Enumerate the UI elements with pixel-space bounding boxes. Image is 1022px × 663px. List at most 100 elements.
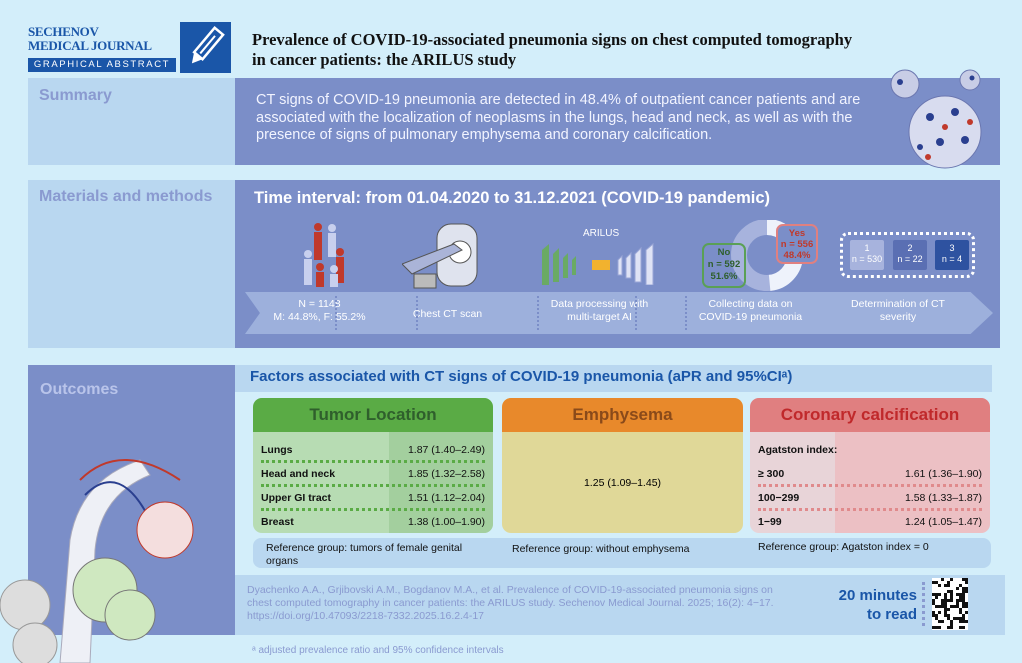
row-name: Breast bbox=[261, 516, 294, 528]
coronary-row: ≥ 300 1.61 (1.36–1.90) bbox=[750, 468, 990, 480]
divider bbox=[335, 296, 337, 330]
grade: 2 bbox=[907, 243, 913, 253]
graphical-abstract-tag: GRAPHICAL ABSTRACT bbox=[28, 58, 176, 72]
divider bbox=[537, 296, 539, 330]
grade: 3 bbox=[949, 243, 955, 253]
divider bbox=[635, 296, 637, 330]
outcomes-heading: Factors associated with CT signs of COVI… bbox=[235, 365, 992, 392]
tumor-row: Lungs 1.87 (1.40–2.49) bbox=[253, 444, 493, 456]
grade: 1 bbox=[864, 243, 870, 253]
coronary-row: 1−99 1.24 (1.05–1.47) bbox=[750, 516, 990, 528]
citation-bar bbox=[235, 575, 1005, 635]
title-line: in cancer patients: the ARILUS study bbox=[252, 50, 517, 69]
grade-n: n = 530 bbox=[851, 254, 883, 264]
reading-time: 20 minutes to read bbox=[839, 586, 917, 624]
summary-label: Summary bbox=[39, 87, 112, 104]
no-label: No bbox=[717, 247, 731, 258]
page-title: Prevalence of COVID-19-associated pneumo… bbox=[252, 30, 852, 70]
row-name: 1−99 bbox=[758, 516, 782, 528]
emphysema-title: Emphysema bbox=[502, 398, 743, 432]
no-pct: 51.6% bbox=[710, 271, 738, 282]
summary-panel bbox=[235, 78, 1000, 165]
summary-text: CT signs of COVID-19 pneumonia are detec… bbox=[256, 92, 861, 143]
step-line: Data processing with bbox=[550, 298, 649, 310]
tumor-location-title: Tumor Location bbox=[253, 398, 493, 432]
tumor-location-card: Tumor Location Lungs 1.87 (1.40–2.49) Hea… bbox=[253, 398, 493, 533]
step-line: Determination of CT bbox=[851, 298, 945, 310]
step-line: severity bbox=[879, 311, 917, 323]
tumor-row: Upper GI tract 1.51 (1.12–2.04) bbox=[253, 492, 493, 504]
row-value: 1.61 (1.36–1.90) bbox=[904, 468, 982, 480]
divider bbox=[685, 296, 687, 330]
emphysema-reference: Reference group: without emphysema bbox=[512, 543, 690, 555]
qr-code[interactable] bbox=[932, 578, 968, 630]
coronary-reference: Reference group: Agatston index = 0 bbox=[758, 541, 929, 553]
pencil-icon bbox=[180, 22, 231, 73]
row-value: 1.51 (1.12–2.04) bbox=[407, 492, 485, 504]
agatston-subhead: Agatston index: bbox=[758, 444, 838, 456]
reference-bar bbox=[253, 538, 991, 568]
row-value: 1.87 (1.40–2.49) bbox=[407, 444, 485, 456]
lung-alveoli-illustration bbox=[0, 459, 194, 663]
neural-network-icon bbox=[542, 242, 654, 285]
read-line: to read bbox=[866, 606, 917, 623]
row-name: ≥ 300 bbox=[758, 468, 785, 480]
row-value: 1.58 (1.33–1.87) bbox=[904, 492, 982, 504]
tumor-reference: Reference group: tumors of female genita… bbox=[266, 542, 463, 567]
divider bbox=[416, 296, 418, 330]
severity-box bbox=[840, 232, 975, 278]
divider bbox=[922, 582, 925, 626]
step-line: Collecting data on bbox=[708, 298, 793, 310]
virus-illustration bbox=[890, 69, 982, 169]
grade-n: n = 22 bbox=[897, 254, 923, 264]
methods-label-panel bbox=[28, 180, 235, 348]
coronary-title: Coronary calcification bbox=[750, 398, 990, 432]
row-name: 100−299 bbox=[758, 492, 800, 504]
outcomes-label: Outcomes bbox=[40, 381, 119, 398]
tumor-row: Breast 1.38 (1.00–1.90) bbox=[253, 516, 493, 528]
yes-n: n = 556 bbox=[780, 239, 814, 250]
row-value: 1.85 (1.32–2.58) bbox=[407, 468, 485, 480]
title-line: Prevalence of COVID-19-associated pneumo… bbox=[252, 30, 853, 49]
read-line: 20 minutes bbox=[838, 587, 917, 604]
citation-text: Dyachenko A.A., Grjibovski A.M., Bogdano… bbox=[247, 584, 774, 622]
process-arrow bbox=[245, 292, 993, 334]
journal-name-2: MEDICAL JOURNAL bbox=[28, 38, 152, 53]
coronary-row: 100−299 1.58 (1.33–1.87) bbox=[750, 492, 990, 504]
step-ct: Chest CT scan bbox=[412, 308, 483, 320]
row-value: 1.24 (1.05–1.47) bbox=[904, 516, 982, 528]
ct-scanner-icon bbox=[402, 223, 478, 289]
arilus-label: ARILUS bbox=[583, 228, 620, 239]
step-line: COVID-19 pneumonia bbox=[698, 311, 803, 323]
footnote: ᵃ adjusted prevalence ratio and 95% conf… bbox=[252, 645, 504, 656]
no-n: n = 592 bbox=[707, 259, 741, 270]
emphysema-card: Emphysema 1.25 (1.09–1.45) bbox=[502, 398, 743, 533]
journal-name-1: SECHENOV bbox=[28, 24, 99, 39]
row-name: Lungs bbox=[261, 444, 293, 456]
tumor-row: Head and neck 1.85 (1.32–2.58) bbox=[253, 468, 493, 480]
step-line: N = 1148 bbox=[298, 298, 341, 310]
people-icon bbox=[304, 223, 344, 287]
coronary-card: Coronary calcification Agatston index: ≥… bbox=[750, 398, 990, 533]
step-line: multi-target AI bbox=[567, 311, 632, 323]
time-interval: Time interval: from 01.04.2020 to 31.12.… bbox=[254, 189, 771, 207]
row-name: Upper GI tract bbox=[261, 492, 332, 504]
grade-n: n = 4 bbox=[941, 254, 963, 264]
row-name: Head and neck bbox=[261, 468, 336, 480]
yes-pct: 48.4% bbox=[783, 250, 811, 261]
summary-label-panel bbox=[28, 78, 235, 165]
emphysema-value: 1.25 (1.09–1.45) bbox=[583, 477, 662, 489]
row-value: 1.38 (1.00–1.90) bbox=[407, 516, 485, 528]
step-line: M: 44.8%, F: 55.2% bbox=[273, 311, 366, 323]
methods-label: Materials and methods bbox=[39, 188, 213, 205]
